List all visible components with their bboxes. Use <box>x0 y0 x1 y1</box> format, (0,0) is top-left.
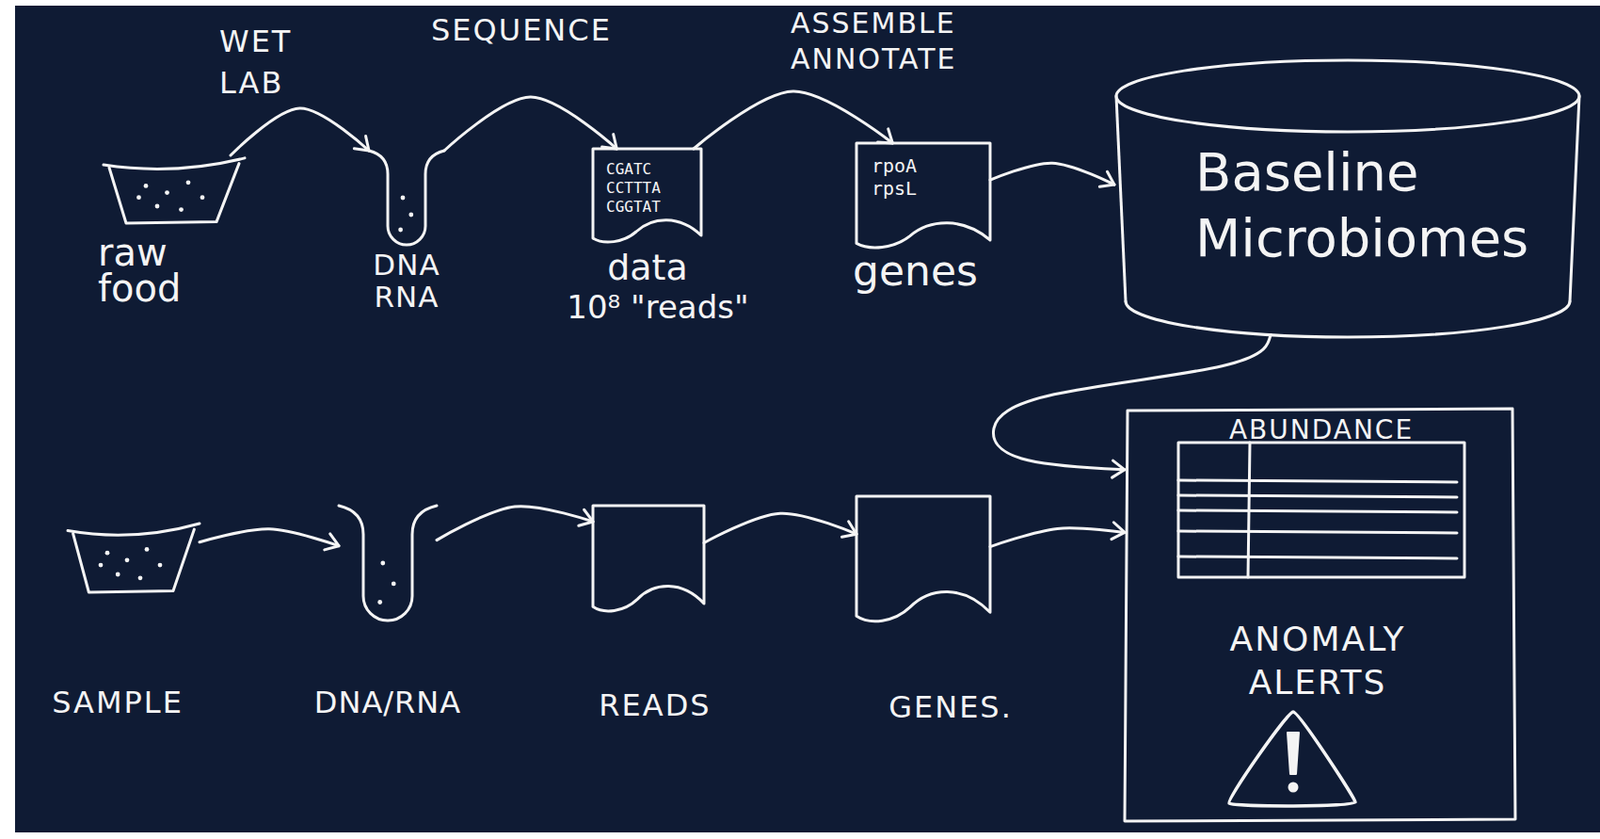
outline-stroke <box>856 496 991 622</box>
step-label: SEQUENCE <box>431 13 686 48</box>
node-label: GENES. <box>856 689 1045 724</box>
sequence-text: CGATC CCTTTA CGGTAT <box>606 160 676 217</box>
speck <box>155 204 160 209</box>
outline-stroke <box>592 148 702 242</box>
flow-arrow <box>704 512 857 543</box>
test-tube: DNA/RNA <box>338 505 437 621</box>
flow-arrow <box>992 335 1271 470</box>
warning-dot <box>1288 782 1299 793</box>
node-label: READS <box>560 688 750 722</box>
speck <box>144 183 149 189</box>
outline-stroke <box>1178 480 1457 482</box>
sample-bowl-outline <box>67 520 200 592</box>
speck <box>408 212 414 218</box>
speck <box>400 195 406 201</box>
speck <box>98 562 104 568</box>
flow-arrow <box>444 96 617 151</box>
flow-arrow <box>990 162 1115 185</box>
chalkboard <box>15 5 1600 832</box>
outline-stroke <box>856 143 991 248</box>
outline-stroke <box>73 528 195 592</box>
speck <box>164 190 170 195</box>
speck <box>178 207 184 212</box>
flow-arrow <box>199 528 339 546</box>
outline-stroke <box>1124 408 1516 821</box>
reads-document-outline <box>592 505 704 612</box>
speck <box>136 194 142 200</box>
speck <box>186 179 192 185</box>
outline-stroke <box>1116 60 1580 132</box>
warning-triangle <box>1229 711 1356 806</box>
flow-arrow <box>230 108 369 156</box>
genes-document-outline <box>856 496 991 623</box>
outline-stroke <box>592 505 704 611</box>
speck <box>398 227 403 233</box>
report-panel-outline <box>1124 408 1516 821</box>
step-label: WET LAB <box>219 20 337 104</box>
data-document: CGATC CCTTTA CGGTATdata10⁸ "reads" <box>592 148 702 243</box>
speck <box>105 550 111 556</box>
node-label: data <box>581 248 714 287</box>
test-tube-outline <box>368 150 445 245</box>
speck <box>138 575 144 580</box>
test-tube-outline <box>338 505 437 621</box>
node-label: genes <box>852 250 1013 292</box>
outline-stroke <box>338 505 437 621</box>
flow-arrow <box>990 528 1125 547</box>
warning-mark <box>1287 732 1299 774</box>
outline-stroke <box>368 150 445 245</box>
node-label: raw food <box>97 234 207 306</box>
genes-document: GENES. <box>856 496 991 623</box>
outline-stroke <box>67 523 200 535</box>
speck <box>158 562 163 568</box>
node-label: SAMPLE <box>28 685 208 720</box>
node-label: ANOMALY ALERTS <box>1190 617 1445 704</box>
outline-stroke <box>1569 96 1580 302</box>
speck <box>380 560 385 566</box>
speck <box>115 572 121 577</box>
abundance-table: ABUNDANCE <box>1178 414 1465 577</box>
outline-stroke <box>1178 442 1465 577</box>
outline-stroke <box>1178 495 1457 497</box>
food-bowl-outline <box>103 155 245 224</box>
report-panel: ANOMALY ALERTS ABUNDANCE <box>1124 408 1516 821</box>
node-label: ABUNDANCE <box>1178 416 1465 445</box>
speck <box>200 194 206 200</box>
sequence-text: rpoA rpsL <box>871 154 938 200</box>
step-label: ASSEMBLE ANNOTATE <box>790 5 1026 78</box>
outline-stroke <box>109 163 240 224</box>
speck <box>144 546 150 552</box>
flow-arrow <box>436 506 593 541</box>
outline-stroke <box>1125 301 1570 337</box>
database-cylinder: Baseline Microbiomes <box>1114 58 1582 339</box>
speck <box>391 581 397 587</box>
food-bowl: raw food <box>103 155 245 224</box>
node-label: Baseline Microbiomes <box>1195 139 1553 272</box>
outline-stroke <box>103 158 245 170</box>
outline-stroke <box>1178 510 1457 512</box>
node-label: DNA/RNA <box>293 685 482 720</box>
outline-stroke <box>1178 556 1457 559</box>
node-label: 10⁸ "reads" <box>544 289 771 324</box>
outline-stroke <box>1116 96 1126 302</box>
test-tube: DNA RNA <box>368 150 445 245</box>
node-label: DNA RNA <box>350 248 464 313</box>
outline-stroke <box>1178 530 1457 533</box>
speck <box>377 599 383 605</box>
sample-bowl: SAMPLE <box>67 520 200 592</box>
speck <box>125 557 130 562</box>
reads-document: READS <box>592 505 704 612</box>
flow-arrow <box>693 91 893 149</box>
genes-document: rpoA rpsLgenes <box>856 143 991 249</box>
